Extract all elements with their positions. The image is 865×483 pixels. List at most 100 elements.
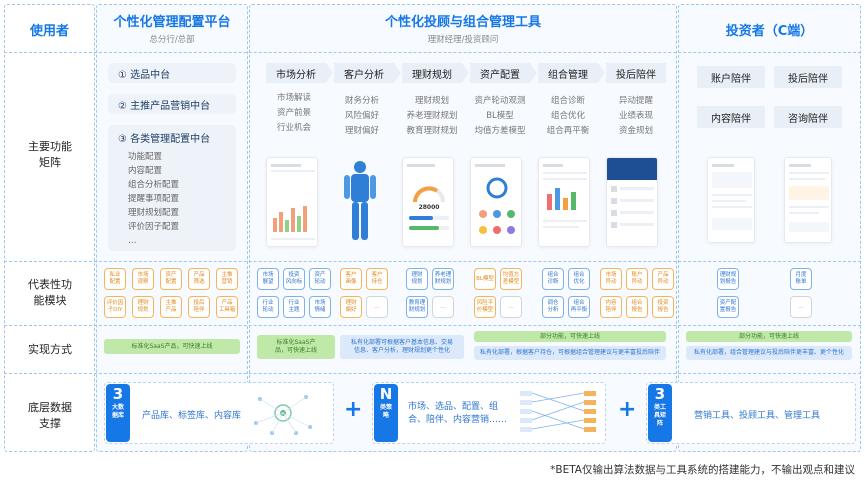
module-tile-more: … (366, 296, 388, 318)
row-divider (4, 261, 861, 262)
module-tile: 理财 偏好 (340, 296, 362, 318)
module-tile: 市场 异动 (600, 268, 622, 290)
module-tile: 产品 工具箱 (216, 296, 238, 318)
module-tile: 资产 轮动 (309, 268, 331, 290)
tool-items-portfolio: 组合诊断组合优化组合再平衡 (546, 96, 590, 136)
row-label-matrix: 主要功能矩阵 (28, 140, 72, 169)
tools-column-title: 个性化投顾与组合管理工具 (384, 15, 541, 30)
method-investor-deploy-bar: 私有化部署，组合管理建议与投后陪伴更丰富、更个性化 (686, 346, 852, 360)
module-tile: 账户 异动 (626, 268, 648, 290)
row-divider (4, 325, 861, 326)
users-column-frame (4, 4, 95, 452)
tool-header-market: 市场分析 (266, 63, 333, 83)
planning-gauge-image (407, 164, 449, 230)
module-tile: 市场 观察 (132, 268, 154, 290)
portfolio-chart-image (543, 164, 587, 228)
module-tile: 风险平 价模型 (474, 296, 496, 318)
row-label-data: 底层数据支撑 (28, 401, 72, 430)
tool-header-allocation: 资产配置 (470, 63, 537, 83)
module-tile: 产品 异动 (652, 268, 674, 290)
plus-icon: + (344, 397, 363, 422)
phone-client-analysis (334, 157, 386, 247)
module-tile: 行业 轮动 (257, 296, 279, 318)
module-tile: 教育理 财规划 (406, 296, 428, 318)
row-divider (4, 52, 861, 53)
strategy-flow-image (520, 391, 596, 432)
investor-btn-post-invest: 投后陪伴 (774, 66, 842, 88)
investor-btn-content: 内容陪伴 (697, 106, 765, 128)
investor-post-image (789, 164, 829, 232)
row-label-method: 实现方式 (28, 343, 72, 356)
module-tile: 市场 展望 (257, 268, 279, 290)
phone-market-analysis (266, 157, 318, 247)
tool-header-planning: 理财规划 (402, 63, 469, 83)
data-block-tools (646, 382, 856, 444)
module-tile: 投后 陪伴 (188, 296, 210, 318)
platform-item-config: ③ 各类管理配置中台 (108, 125, 236, 251)
tool-items-market: 市场解读资产前景行业机会 (276, 93, 311, 133)
module-tile: 调仓 分析 (542, 296, 564, 318)
module-tile: 养老理 财规划 (432, 268, 454, 290)
module-tile: 客户 画像 (340, 268, 362, 290)
row-divider (4, 373, 861, 374)
data-text-tools: 营销工具、投顾工具、管理工具 (694, 411, 821, 421)
tool-items-client: 财务分析风险偏好理财偏好 (344, 96, 379, 136)
platform-column-subtitle: 总分行/总部 (149, 35, 195, 45)
footnote: *BETA仅输出算法数据与工具系统的搭建能力，不输出观点和建议 (550, 464, 855, 476)
investor-column-title: 投资者（C端） (725, 24, 814, 39)
module-tile: 组合 优化 (568, 268, 590, 290)
module-tile: 理财 规划 (132, 296, 154, 318)
module-tile-more: … (432, 296, 454, 318)
module-tile: 组合 报告 (626, 296, 648, 318)
phone-planning: 28000 (402, 157, 454, 247)
tool-header-portfolio: 组合管理 (538, 63, 605, 83)
tool-header-client: 客户分析 (334, 63, 401, 83)
module-tile: 内容 陪伴 (600, 296, 622, 318)
method-tools-private-bar: 私有化部署可根据客户基本信息、交易 信息、客户分析，理财规划更个性化 (340, 335, 464, 359)
phone-investor-account (707, 157, 755, 243)
investor-account-image (712, 164, 752, 230)
module-tile: 组合 再平衡 (568, 296, 590, 318)
tool-items-post-invest: 异动提醒业绩表现资金规划 (618, 96, 653, 136)
plus-icon: + (618, 397, 637, 422)
module-tile: 月度 账单 (790, 268, 812, 290)
module-tile: 投资 风向标 (283, 268, 305, 290)
client-profile-figure-image (344, 161, 376, 240)
module-tile: 组合 诊断 (542, 268, 564, 290)
module-tile: 资产 配置 (160, 268, 182, 290)
tools-column-subtitle: 理财经理/投资顾问 (427, 35, 499, 45)
allocation-icons-image (475, 164, 515, 234)
data-text-strategies: 市场、选品、配置、组 合、陪伴、内容营销…… (408, 402, 508, 425)
phone-portfolio (538, 157, 590, 247)
data-badge-strategies: N 类策略 (374, 384, 398, 442)
method-tools-part-bar: 部分功能，可快速上线 (474, 331, 666, 342)
users-column-title: 使用者 (29, 24, 69, 39)
phone-post-invest (606, 157, 658, 247)
module-tile: 客户 持仓 (366, 268, 388, 290)
planning-value: 28000 (418, 204, 440, 211)
module-tile: 主推 产品 (160, 296, 182, 318)
phone-investor-post (784, 157, 832, 243)
data-badge-databases: 3 大数据库 (106, 384, 130, 442)
row-label-modules: 代表性功能模块 (28, 278, 72, 307)
investor-btn-consult: 咨询陪伴 (774, 106, 842, 128)
investor-btn-account: 账户陪伴 (697, 66, 765, 88)
module-tile-more: … (790, 296, 812, 318)
module-tile: 资产配 置报告 (717, 296, 739, 318)
tool-items-planning: 理财规划养老理财规划教育理财规划 (406, 96, 458, 136)
module-tile: 理财规 划报告 (717, 268, 739, 290)
method-tools-saas-bar: 标准化SaaS产 品，可快速上线 (257, 335, 335, 359)
database-network-image (254, 395, 312, 435)
module-tile: BL模型 (474, 268, 496, 290)
post-invest-feed-image (607, 158, 657, 228)
module-tile: 私业 配置 (104, 268, 126, 290)
module-tile: 均值方 差模型 (500, 268, 522, 290)
data-text-databases: 产品库、标签库、内容库 (142, 411, 242, 421)
module-tile: 主推 营销 (216, 268, 238, 290)
method-tools-deploy-bar: 私有化部署，根据客户持仓，可根据组合管理建议与更丰富投后陪伴 (474, 346, 666, 360)
platform-config-subitems: 功能配置 内容配置 组合分析配置 提醒事项配置 理财规划配置 评价因子配置 … (128, 152, 180, 246)
platform-item-selection: ① 选品中台 (108, 63, 236, 83)
module-tile-more: … (500, 296, 522, 318)
module-tile: 理财 规划 (406, 268, 428, 290)
